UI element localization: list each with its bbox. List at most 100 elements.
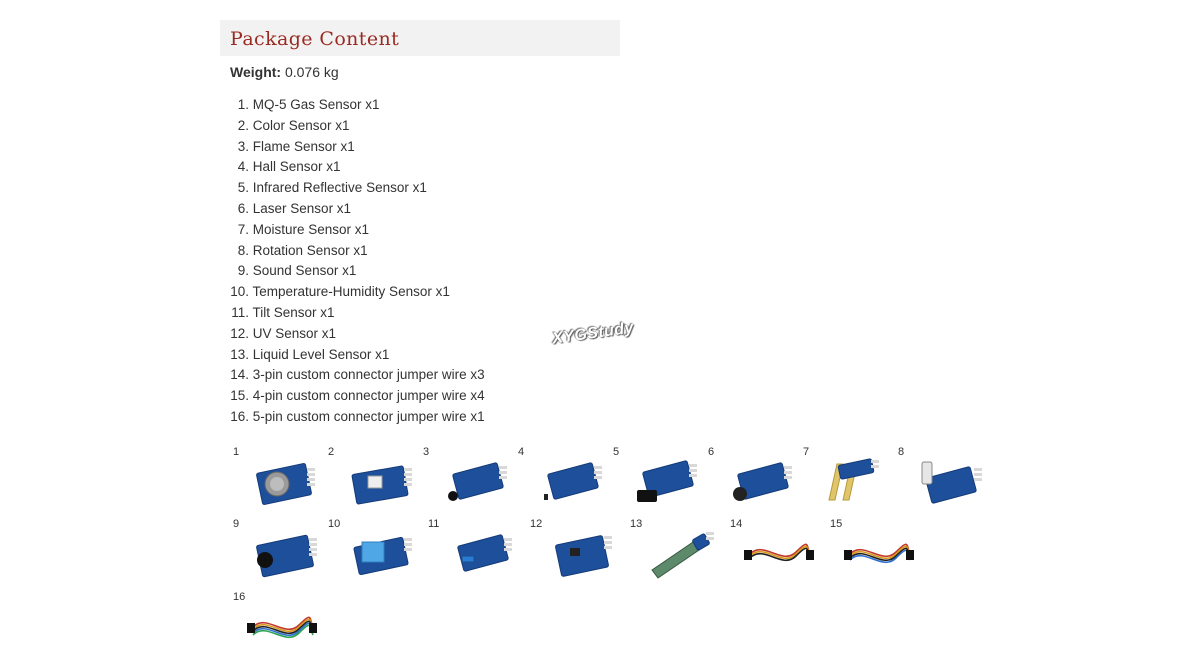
uv-sensor-image <box>555 535 612 577</box>
list-item: 11. Tilt Sensor x1 <box>228 303 485 324</box>
thumbnail-number: 3 <box>423 446 430 458</box>
thumbnail-number: 7 <box>803 446 810 458</box>
thumbnail-number: 14 <box>730 518 743 530</box>
item-text: Sound Sensor x1 <box>252 263 357 279</box>
product-thumbnail-gas: 1 <box>233 446 328 516</box>
list-item: 6. Laser Sensor x1 <box>228 199 485 220</box>
flame-sensor-image <box>448 462 507 501</box>
item-text: 4-pin custom connector jumper wire x4 <box>252 388 485 404</box>
list-item: 7. Moisture Sensor x1 <box>228 220 485 241</box>
item-number: 2. <box>237 117 249 133</box>
item-text: UV Sensor x1 <box>252 325 337 341</box>
thumbnail-number: 6 <box>708 446 715 458</box>
section-header: Package Content <box>220 20 620 56</box>
list-item: 2. Color Sensor x1 <box>228 116 485 137</box>
gas-sensor-image <box>256 463 315 505</box>
list-item: 5. Infrared Reflective Sensor x1 <box>228 178 485 199</box>
thumbnail-number: 9 <box>233 518 240 530</box>
item-number: 9. <box>237 263 249 279</box>
item-number: 6. <box>237 200 249 216</box>
product-thumbnail-temp-humidity: 10 <box>328 518 423 588</box>
list-item: 14. 3-pin custom connector jumper wire x… <box>228 365 485 386</box>
thumbnail-number: 4 <box>518 446 525 458</box>
product-thumbnail-wire4: 15 <box>830 518 925 588</box>
product-thumbnail-rotation: 8 <box>898 446 993 516</box>
item-number: 11. <box>231 304 249 320</box>
rotation-sensor-image <box>921 461 982 504</box>
color-sensor-image <box>351 465 412 505</box>
thumbnail-number: 15 <box>830 518 843 530</box>
item-number: 3. <box>237 138 249 154</box>
sound-sensor-image <box>256 534 317 578</box>
wire4-sensor-image <box>844 543 914 564</box>
list-item: 1. MQ-5 Gas Sensor x1 <box>228 95 485 116</box>
item-number: 12. <box>230 325 249 341</box>
hall-sensor-image <box>544 462 602 500</box>
product-thumbnail-flame: 3 <box>423 446 518 516</box>
product-thumbnail-infrared: 5 <box>613 446 708 516</box>
item-text: Moisture Sensor x1 <box>252 221 370 237</box>
item-number: 13. <box>230 346 249 362</box>
thumbnail-number: 5 <box>613 446 620 458</box>
thumbnail-number: 11 <box>428 518 440 530</box>
product-thumbnail-laser: 6 <box>708 446 803 516</box>
thumbnail-number: 8 <box>898 446 905 458</box>
wire3-sensor-image <box>744 543 814 562</box>
temp-humidity-sensor-image <box>353 536 412 576</box>
watermark: XYGStudy <box>551 319 635 348</box>
list-item: 3. Flame Sensor x1 <box>228 137 485 158</box>
thumbnail-number: 12 <box>530 518 543 530</box>
section-title: Package Content <box>230 28 400 50</box>
item-text: MQ-5 Gas Sensor x1 <box>252 97 380 112</box>
product-thumbnail-wire5: 16 <box>233 591 328 661</box>
item-number: 16. <box>230 408 249 424</box>
infrared-sensor-image <box>637 460 697 502</box>
list-item: 9. Sound Sensor x1 <box>228 261 485 282</box>
item-text: Rotation Sensor x1 <box>252 242 368 258</box>
laser-sensor-image <box>733 462 792 501</box>
product-thumbnail-sound: 9 <box>233 518 328 588</box>
thumbnail-number: 2 <box>328 446 335 458</box>
weight-line: Weight: 0.076 kg <box>230 64 339 80</box>
item-text: Flame Sensor x1 <box>252 138 355 154</box>
product-thumbnail-hall: 4 <box>518 446 613 516</box>
thumbnail-number: 16 <box>233 591 246 603</box>
product-thumbnail-moisture: 7 <box>803 446 898 516</box>
product-thumbnail-liquid-level: 13 <box>630 518 725 588</box>
item-text: Laser Sensor x1 <box>252 200 352 216</box>
list-item: 13. Liquid Level Sensor x1 <box>228 345 485 366</box>
thumbnail-number: 13 <box>630 518 643 530</box>
list-item: 8. Rotation Sensor x1 <box>228 241 485 262</box>
item-text: Tilt Sensor x1 <box>252 304 335 320</box>
item-number: 14. <box>230 367 249 383</box>
item-number: 10. <box>230 284 249 300</box>
item-number: 7. <box>237 221 249 237</box>
item-text: Temperature-Humidity Sensor x1 <box>252 284 450 300</box>
item-text: 5-pin custom connector jumper wire x1 <box>252 408 485 424</box>
item-text: Liquid Level Sensor x1 <box>252 346 390 362</box>
item-text: 3-pin custom connector jumper wire x3 <box>252 367 485 383</box>
product-thumbnail-wire3: 14 <box>730 518 825 588</box>
item-number: 1. <box>237 97 249 112</box>
item-number: 5. <box>237 180 249 196</box>
product-thumbnail-uv: 12 <box>530 518 625 588</box>
list-item: 10. Temperature-Humidity Sensor x1 <box>228 282 485 303</box>
package-content-list: 1. MQ-5 Gas Sensor x1 2. Color Sensor x1… <box>228 95 485 428</box>
liquid-level-sensor-image <box>651 532 714 579</box>
item-text: Hall Sensor x1 <box>252 159 341 175</box>
list-item: 16. 5-pin custom connector jumper wire x… <box>228 407 485 428</box>
list-item: 4. Hall Sensor x1 <box>228 157 485 178</box>
thumbnail-number: 1 <box>233 446 240 458</box>
item-text: Color Sensor x1 <box>252 117 350 133</box>
item-number: 4. <box>237 159 249 175</box>
product-thumbnail-color: 2 <box>328 446 423 516</box>
moisture-sensor-image <box>828 458 879 501</box>
tilt-sensor-image <box>457 534 512 572</box>
weight-label: Weight: <box>230 64 282 80</box>
list-item: 12. UV Sensor x1 <box>228 324 485 345</box>
item-text: Infrared Reflective Sensor x1 <box>252 180 427 196</box>
item-number: 8. <box>237 242 249 258</box>
weight-value: 0.076 kg <box>284 64 339 80</box>
list-item: 15. 4-pin custom connector jumper wire x… <box>228 386 485 407</box>
product-thumbnail-tilt: 11 <box>428 518 523 588</box>
